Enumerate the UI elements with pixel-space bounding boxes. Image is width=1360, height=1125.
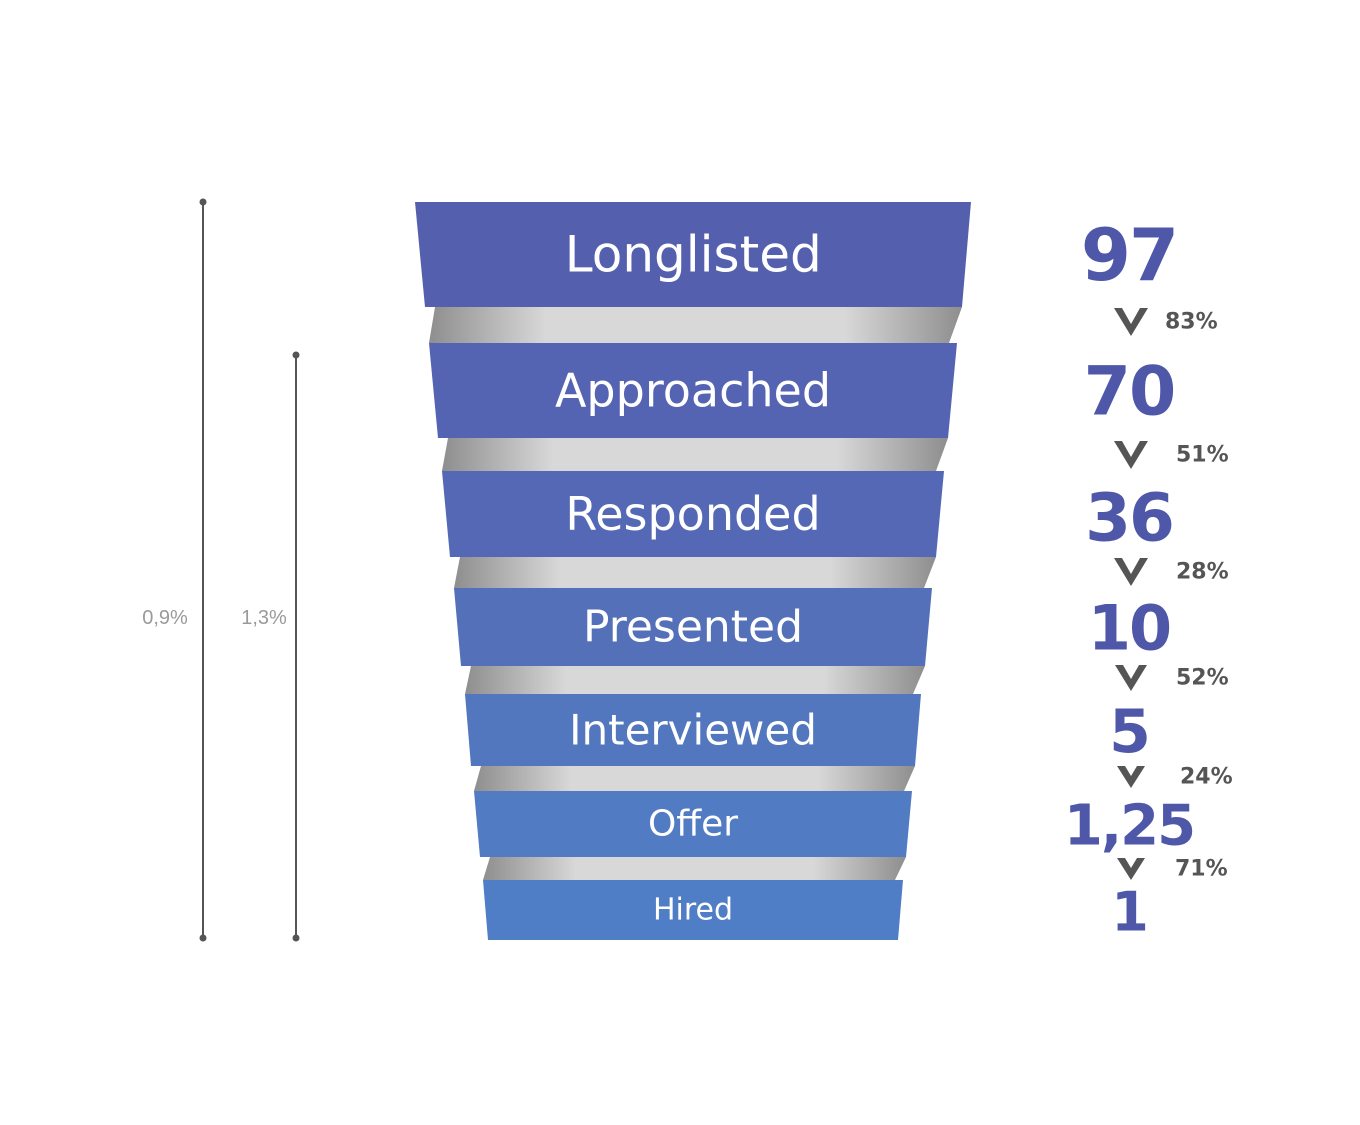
chevron-down-icon (1117, 858, 1145, 880)
chevron-down-icon (1117, 766, 1145, 788)
stage-count: 1 (1111, 881, 1147, 944)
funnel-stage-band (483, 880, 903, 940)
stage-label: Interviewed (569, 706, 817, 755)
funnel-stage-band (474, 791, 912, 857)
chevron-down-icon (1114, 558, 1148, 586)
bracket-endpoint (199, 934, 207, 942)
chevron-down-icon (1114, 441, 1148, 469)
ribbon-connector (465, 666, 925, 694)
conversion-rate-label: 51% (1176, 443, 1229, 468)
stage-label: Presented (583, 602, 803, 653)
funnel-stage-band (415, 202, 971, 307)
rate-layer: 83% 51% 28% 52% 24% 71% (1114, 308, 1233, 882)
conversion-rate-label: 71% (1175, 857, 1228, 882)
ribbon-connector (454, 557, 936, 588)
bracket-layer: 0,9% 1,3% (142, 198, 300, 942)
conversion-rate-label: 24% (1180, 765, 1233, 790)
stage-count: 1,25 (1064, 794, 1194, 859)
stage-layer: LonglistedApproachedRespondedPresentedIn… (415, 202, 971, 940)
funnel-stage-band (454, 588, 932, 666)
stage-count: 97 (1081, 213, 1177, 297)
bracket-endpoint (199, 198, 207, 206)
stage-label: Offer (648, 804, 738, 845)
stage-label: Longlisted (565, 226, 822, 284)
chevron-down-icon (1114, 308, 1148, 336)
ribbon-connector (442, 438, 948, 471)
bracket-endpoint (292, 934, 300, 942)
overall-rate-label: 0,9% (142, 607, 188, 629)
overall-rate-label: 1,3% (241, 607, 287, 629)
conversion-rate-label: 83% (1165, 310, 1218, 335)
stage-label: Hired (653, 893, 733, 928)
stage-count: 70 (1084, 353, 1175, 432)
conversion-rate-label: 52% (1176, 666, 1229, 691)
ribbon-connector (474, 766, 915, 791)
ribbon-connector (429, 307, 962, 343)
stage-count: 10 (1088, 592, 1170, 665)
chevron-down-icon (1115, 665, 1147, 691)
stage-count: 36 (1085, 480, 1173, 557)
count-layer: 97 70 36 10 5 1,25 1 (1064, 213, 1196, 944)
stage-label: Approached (555, 364, 831, 418)
ribbon-connector (483, 857, 906, 880)
ribbon-layer (429, 307, 962, 880)
bracket-endpoint (292, 351, 300, 359)
stage-count: 5 (1109, 697, 1149, 767)
funnel-stage-band (442, 471, 944, 557)
funnel-stage-band (429, 343, 957, 438)
stage-label: Responded (565, 487, 820, 541)
funnel-stage-band (465, 694, 921, 766)
conversion-rate-label: 28% (1176, 560, 1229, 585)
